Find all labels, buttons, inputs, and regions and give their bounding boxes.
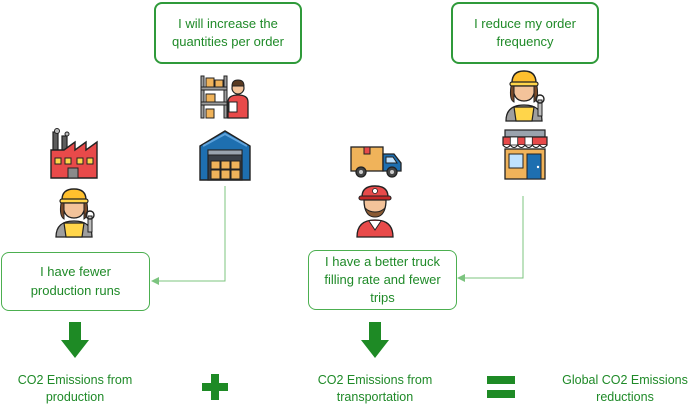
worker-with-wrench-icon: [55, 188, 95, 238]
result-transportation: CO2 Emissions from transportation: [317, 373, 433, 404]
factory-icon: [50, 128, 98, 179]
store-worker-icon: [505, 70, 545, 122]
equals-icon: [487, 376, 515, 398]
store-icon: [502, 129, 548, 180]
box-reduce-frequency: I reduce my order frequency: [451, 2, 599, 64]
truck-driver-icon: [356, 185, 394, 238]
box-better-truck-filling: I have a better truck filling rate and f…: [308, 250, 457, 310]
box-fewer-production-runs: I have fewer production runs: [1, 252, 150, 311]
down-arrow-icon: [361, 322, 389, 358]
delivery-truck-icon: [350, 146, 402, 178]
plus-icon: [202, 374, 228, 400]
connector-warehouse-to-fewer-runs: [151, 186, 226, 285]
warehouse-worker-icon: [200, 75, 249, 119]
result-production: CO2 Emissions from production: [17, 373, 133, 404]
result-global: Global CO2 Emissions reductions: [562, 373, 688, 404]
connector-store-to-better-truck: [457, 196, 524, 282]
box-increase-quantities: I will increase the quantities per order: [154, 2, 302, 64]
down-arrow-icon: [61, 322, 89, 358]
warehouse-icon: [199, 130, 251, 181]
